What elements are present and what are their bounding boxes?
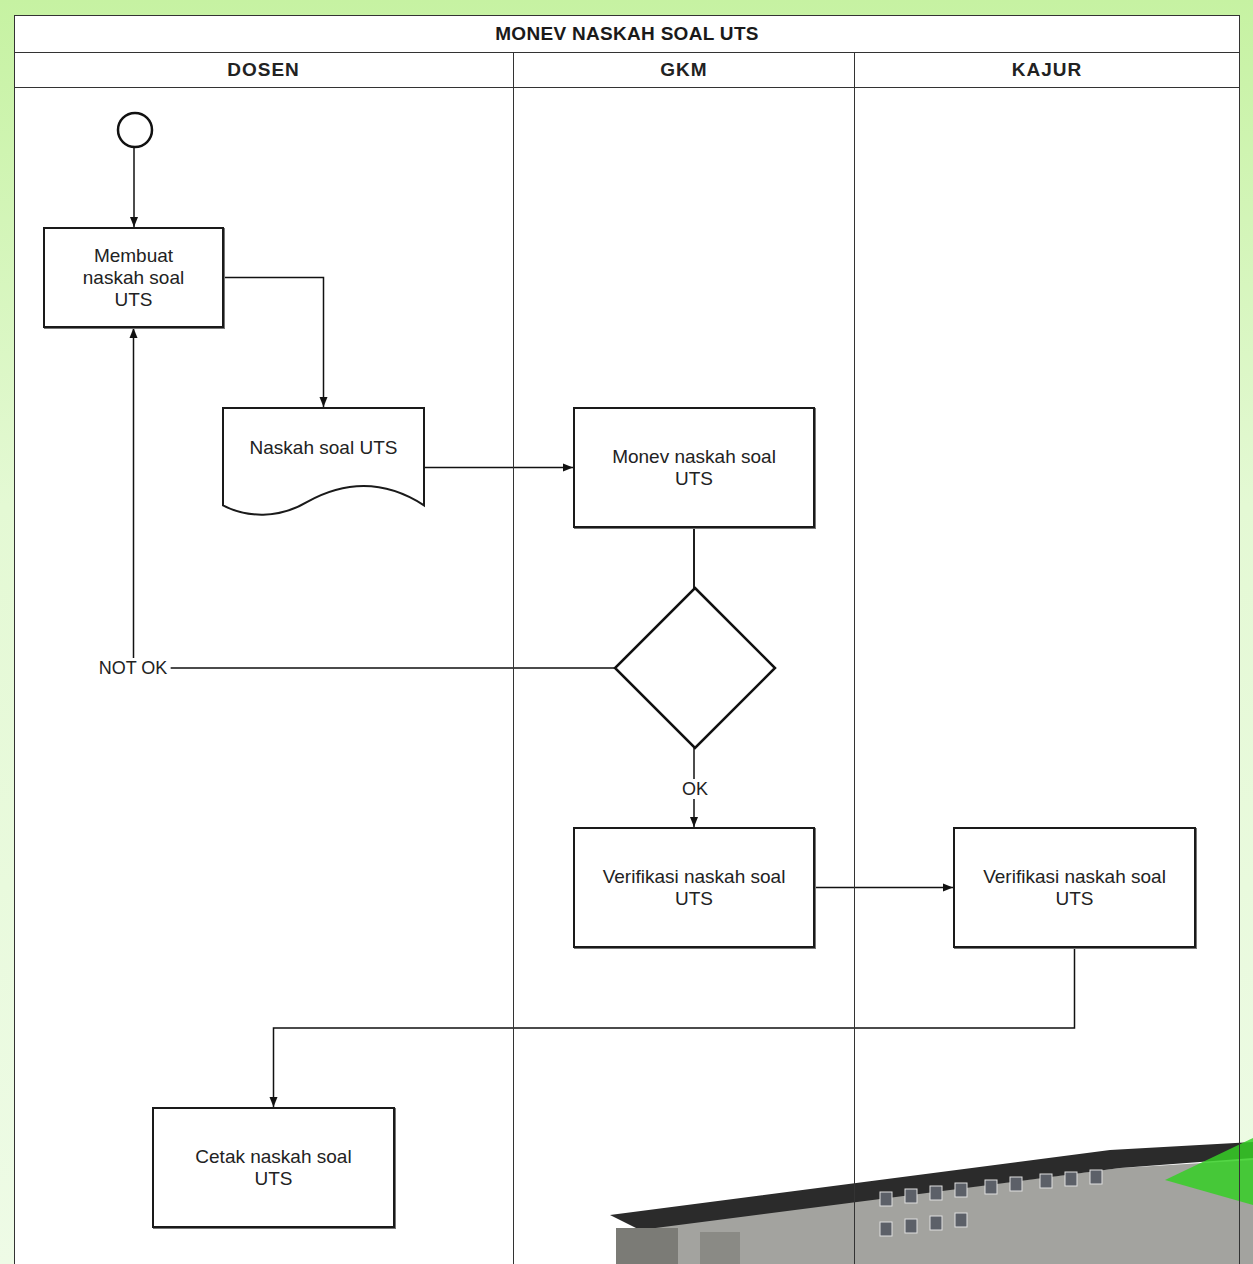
- flow-connector: [425, 467, 573, 469]
- document-outline: [222, 407, 425, 520]
- text-column: Verifikasi naskah soal UTS: [594, 866, 794, 910]
- edge-label: OK: [679, 779, 711, 799]
- text-column: Monev naskah soal UTS: [597, 446, 792, 490]
- node-label: Verifikasi naskah soal UTS: [975, 866, 1175, 910]
- building-photo: [610, 1138, 1253, 1264]
- document-shape: Naskah soal UTS: [222, 407, 425, 520]
- node-label: Verifikasi naskah soal UTS: [594, 866, 794, 910]
- swimlane: DOSEN Membuat naskah soal UTS Naskah soal …: [14, 53, 514, 1264]
- text-column: Verifikasi naskah soal UTS: [975, 866, 1175, 910]
- building-column: [616, 1228, 678, 1264]
- swimlane: GKM Monev naskah soal UTS Verifikasi naska…: [514, 53, 855, 1264]
- flow-connector: [815, 887, 953, 889]
- process-box: Cetak naskah soal UTS: [152, 1107, 395, 1228]
- building-windows: [880, 1170, 1102, 1236]
- building-roof: [610, 1142, 1253, 1230]
- lane-header: GKM: [514, 53, 854, 88]
- edge-label: NOT OK: [96, 658, 171, 678]
- text-column: Cetak naskah soal UTS: [179, 1146, 369, 1190]
- diagram-frame: [14, 15, 1240, 1264]
- node-label: Cetak naskah soal UTS: [179, 1146, 369, 1190]
- start-arrow: [133, 147, 135, 227]
- title-band: MONEV NASKAH SOAL UTS: [14, 15, 1240, 53]
- lane-heading: DOSEN: [227, 59, 300, 81]
- process-box: Monev naskah soal UTS: [573, 407, 815, 528]
- text-column: Membuat naskah soal UTS: [76, 245, 191, 311]
- lane-header: KAJUR: [855, 53, 1239, 88]
- process-box: Verifikasi naskah soal UTS: [573, 827, 815, 948]
- swimlane: KAJUR Verifikasi naskah soal UTS: [855, 53, 1240, 1264]
- document-outline-path: [223, 408, 424, 515]
- process-box: Verifikasi naskah soal UTS: [953, 827, 1196, 948]
- lane-heading: GKM: [660, 59, 707, 81]
- node-label: Monev naskah soal UTS: [597, 446, 792, 490]
- lane-header: DOSEN: [14, 53, 513, 88]
- lane-heading: KAJUR: [1012, 59, 1082, 81]
- decision-diamond: [615, 588, 775, 748]
- flow-connector: [274, 948, 1075, 1107]
- text-column: Naskah soal UTS: [226, 437, 421, 459]
- flow-connector: [224, 278, 324, 408]
- building-column: [700, 1232, 740, 1264]
- node-label: Naskah soal UTS: [226, 437, 421, 459]
- start-circle: [118, 113, 152, 147]
- process-box: Membuat naskah soal UTS: [43, 227, 224, 328]
- diagram-title: MONEV NASKAH SOAL UTS: [495, 23, 759, 45]
- node-label: Membuat naskah soal UTS: [76, 245, 191, 311]
